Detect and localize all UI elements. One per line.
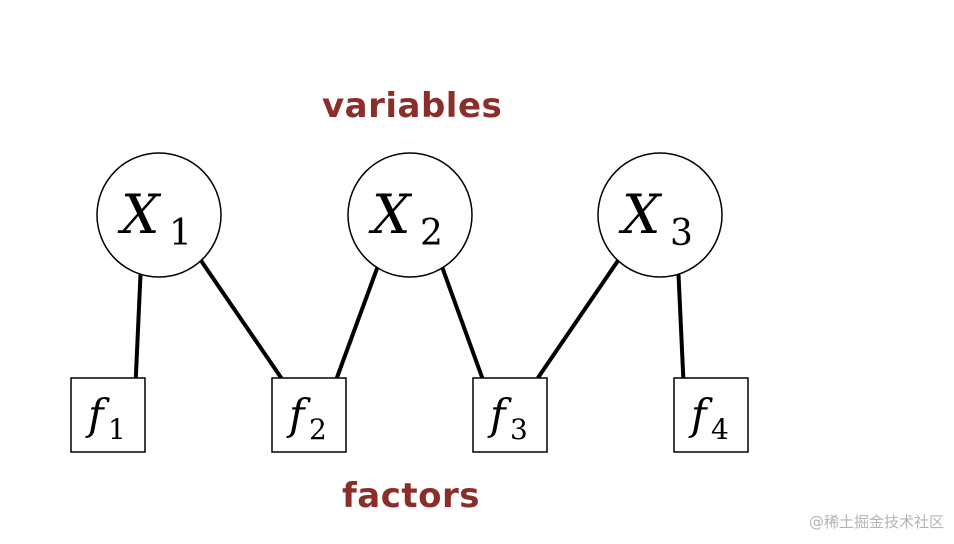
variables-heading: variables — [322, 86, 503, 126]
factor-square — [70, 377, 146, 453]
watermark-text: @稀土掘金技术社区 — [808, 513, 944, 531]
edge-x1-f1 — [133, 274, 143, 379]
variable-subscript: 1 — [169, 213, 192, 254]
factor-subscript: 3 — [510, 413, 528, 446]
edge-x2-f3 — [440, 267, 485, 379]
factor-subscript: 1 — [108, 413, 126, 446]
factor-subscript: 2 — [309, 413, 327, 446]
variable-letter: X — [368, 183, 413, 246]
edge-x2-f2 — [334, 267, 380, 379]
edges-layer — [133, 259, 686, 380]
edge-x3-f3 — [536, 259, 620, 380]
variable-circle — [597, 152, 723, 278]
factor-square — [673, 377, 749, 453]
factor-subscript: 4 — [711, 413, 729, 446]
edge-x3-f4 — [676, 274, 686, 379]
factor-square — [472, 377, 548, 453]
variable-letter: X — [618, 183, 663, 246]
variable-letter: X — [117, 183, 162, 246]
variable-subscript: 2 — [420, 213, 443, 254]
factors-heading: factors — [342, 476, 481, 516]
variable-circle — [96, 152, 222, 278]
factor-square — [271, 377, 347, 453]
variable-subscript: 3 — [670, 213, 693, 254]
variable-circle — [347, 152, 473, 278]
edge-x1-f2 — [199, 259, 283, 380]
